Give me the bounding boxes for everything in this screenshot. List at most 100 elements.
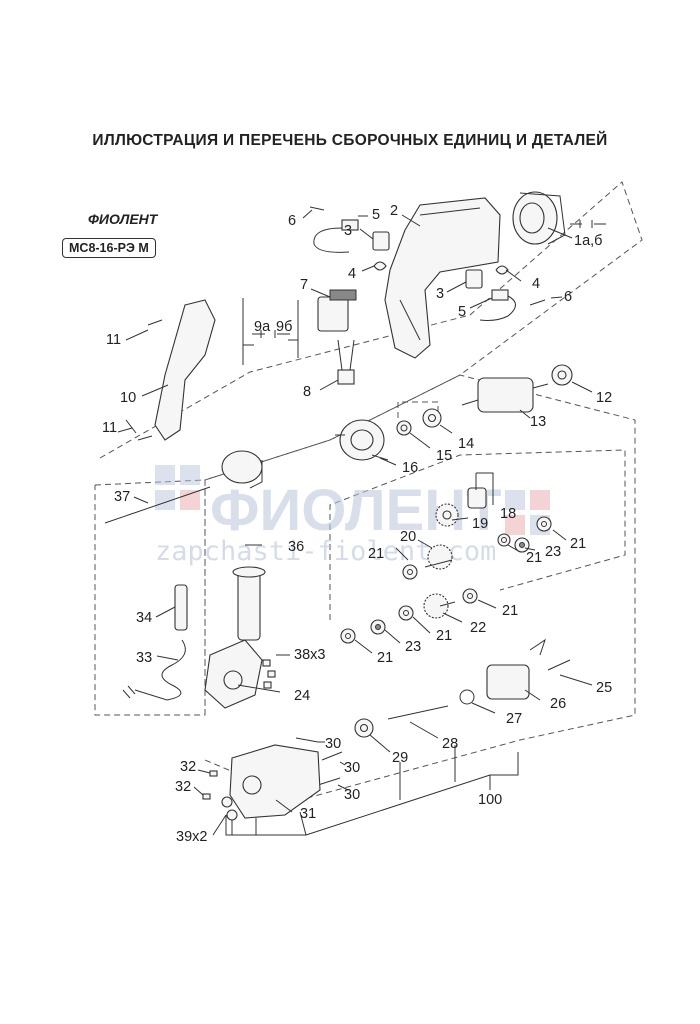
label-part-27: 27 [506, 711, 522, 727]
part-32-pin-a [209, 770, 218, 777]
part-3-brush-holder-a [372, 231, 390, 251]
part-20-gear [424, 544, 453, 570]
part-27-ring [459, 689, 475, 705]
label-part-30c: 30 [344, 787, 360, 803]
part-11-screw-a [147, 319, 163, 326]
part-11-screw-c [137, 435, 153, 441]
part-18-sleeve [467, 487, 487, 509]
label-part-32b: 32 [175, 779, 191, 795]
part-25-chuck-key [547, 659, 571, 671]
label-part-5a: 5 [372, 207, 380, 223]
part-8-capacitor [337, 339, 355, 385]
label-part-12: 12 [596, 390, 612, 406]
label-part-32a: 32 [180, 759, 196, 775]
part-13-armature [461, 377, 549, 413]
label-part-10: 10 [120, 390, 136, 406]
label-part-3a: 3 [344, 223, 352, 239]
part-30-screw-c [317, 777, 341, 786]
label-part-37: 37 [114, 489, 130, 505]
label-part-18: 18 [500, 506, 516, 522]
label-part-20: 20 [400, 529, 416, 545]
part-4-spring-b [495, 265, 509, 275]
label-part-33: 33 [136, 650, 152, 666]
label-part-15: 15 [436, 448, 452, 464]
label-part-22: 22 [470, 620, 486, 636]
part-23-bearing-a [370, 619, 386, 635]
label-part-11b: 11 [102, 420, 117, 436]
leader-lines [125, 209, 606, 836]
label-part-31: 31 [300, 806, 316, 822]
part-37-depth-rod [104, 486, 211, 524]
label-part-23a: 23 [405, 639, 421, 655]
label-part-21f: 21 [377, 650, 393, 666]
part-28-spindle [387, 705, 449, 720]
part-12-bearing [551, 364, 573, 386]
part-30-screw-b [321, 751, 343, 761]
inner-gear-boundary [329, 449, 626, 620]
label-part-6a: 6 [288, 213, 296, 229]
label-part-38: 38х3 [294, 647, 325, 663]
part-1-cover [512, 191, 566, 245]
label-part-34: 34 [136, 610, 152, 626]
label-part-9a: 9а [254, 319, 271, 335]
part-6-screw-a [309, 206, 325, 211]
label-part-21a: 21 [368, 546, 384, 562]
label-part-19: 19 [472, 516, 488, 532]
part-39-bushings [221, 796, 238, 821]
label-part-30b: 30 [344, 760, 360, 776]
part-29-bearing [354, 718, 374, 738]
part-6-screw-b [529, 299, 546, 306]
label-part-24: 24 [294, 688, 310, 704]
part-38-nuts [262, 659, 276, 689]
label-part-2: 2 [390, 203, 398, 219]
label-part-16: 16 [402, 460, 418, 476]
part-2-housing [384, 197, 501, 359]
label-part-14: 14 [458, 436, 474, 452]
part-34-cord-protector [174, 584, 188, 631]
label-part-21d: 21 [502, 603, 518, 619]
part-7-switch [317, 289, 357, 332]
page-title: ИЛЛЮСТРАЦИЯ И ПЕРЕЧЕНЬ СБОРОЧНЫХ ЕДИНИЦ … [92, 132, 608, 149]
label-part-21e: 21 [436, 628, 452, 644]
part-3-brush-holder-b [465, 269, 483, 289]
label-part-7: 7 [300, 277, 308, 293]
part-21-washer-e [398, 605, 414, 621]
part-26-chuck [486, 638, 546, 700]
part-5-brush-b [479, 289, 516, 321]
label-part-11a: 11 [106, 332, 121, 348]
part-14-bearing [422, 408, 442, 428]
part-21-washer-c [497, 533, 511, 547]
part-33-power-cord [122, 639, 186, 701]
label-part-13: 13 [530, 414, 546, 430]
bearing-bracket [397, 401, 439, 418]
part-22-gear [423, 593, 456, 619]
label-part-28: 28 [442, 736, 458, 752]
label-part-5b: 5 [458, 304, 466, 320]
label-part-30a: 30 [325, 736, 341, 752]
part-21-washer-d [462, 588, 478, 604]
part-5-brush-a [313, 219, 359, 253]
part-31-gear-housing [229, 744, 321, 819]
part-10-handle [154, 299, 216, 441]
part-24-plate [204, 639, 263, 709]
part-21-washer-a [402, 564, 418, 580]
part-21-washer-f [340, 628, 356, 644]
part-21-washer-b [536, 516, 552, 532]
label-part-4a: 4 [348, 266, 356, 282]
part-30-screw-a [295, 737, 319, 743]
label-part-21c: 21 [526, 550, 542, 566]
brand-logo: ФИОЛЕНТ [88, 211, 158, 227]
lower-group-boundary [94, 479, 206, 716]
part-11-screw-b [117, 427, 133, 433]
label-part-1: 1а,б [574, 233, 602, 249]
label-part-25: 25 [596, 680, 612, 696]
part-19-gear [435, 503, 459, 527]
label-part-3b: 3 [436, 286, 444, 302]
label-part-4b: 4 [532, 276, 540, 292]
label-part-23b: 23 [545, 544, 561, 560]
label-part-6b: 6 [564, 289, 572, 305]
label-part-9b: 9б [276, 319, 292, 335]
part-16-flange [335, 419, 389, 461]
part-4-spring-a [373, 261, 387, 271]
